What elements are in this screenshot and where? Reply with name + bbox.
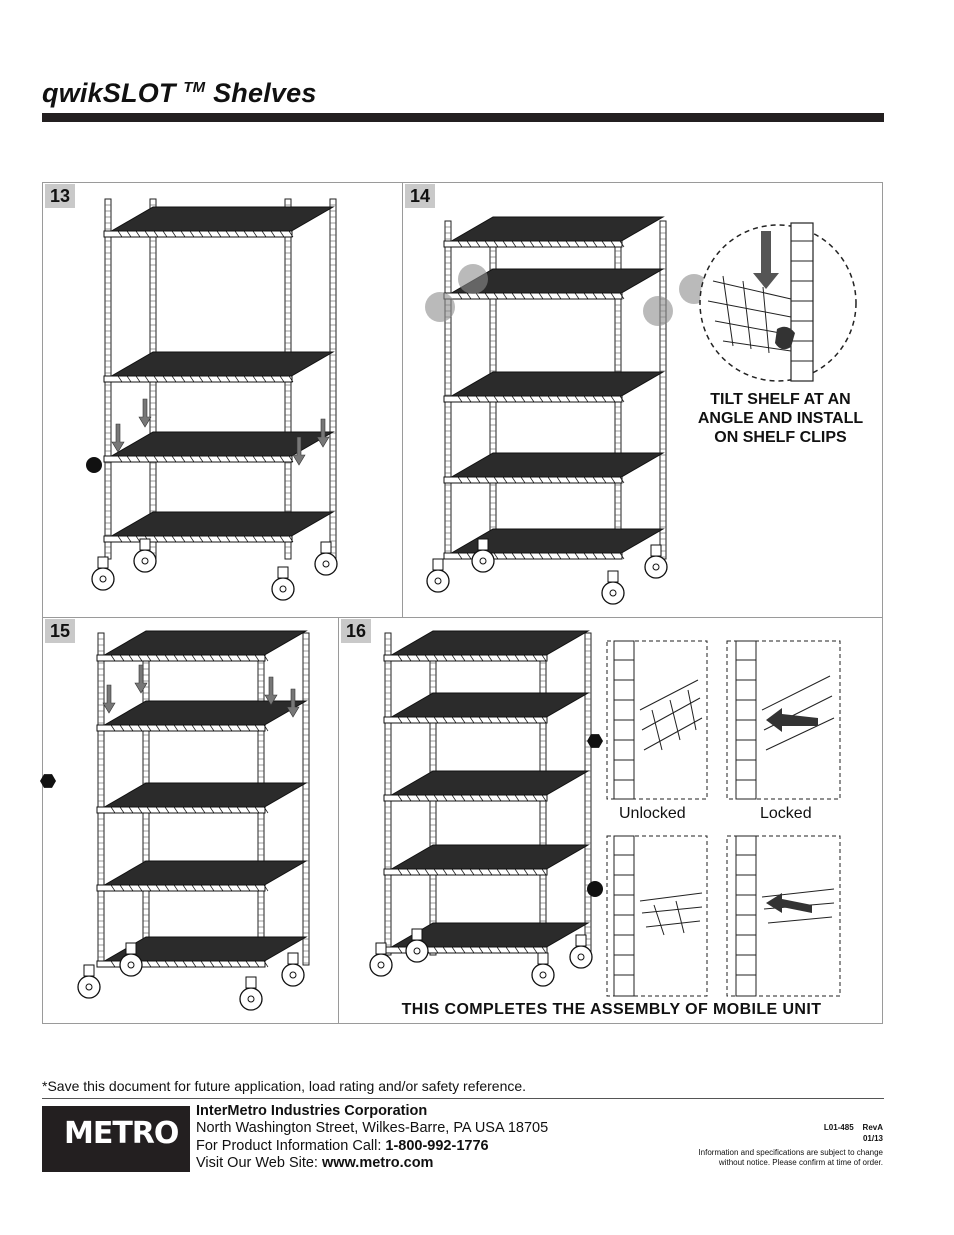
down-arrow-icon <box>264 676 278 706</box>
web-label: Visit Our Web Site: <box>196 1154 318 1171</box>
website-link[interactable]: www.metro.com <box>322 1154 434 1171</box>
wire-shelf <box>446 216 665 244</box>
disclaimer-line-2: without notice. Please confirm at time o… <box>718 1158 883 1167</box>
wire-shelf <box>386 770 590 798</box>
step-14-caption: TILT SHELF AT AN ANGLE AND INSTALL ON SH… <box>697 391 864 446</box>
shelf-unit-figure <box>86 198 338 601</box>
down-arrow-icon <box>286 688 300 718</box>
wire-shelf <box>99 700 308 728</box>
phone-label: For Product Information Call: <box>196 1137 382 1154</box>
down-arrow-icon <box>138 398 152 428</box>
wire-shelf <box>446 371 665 399</box>
detail-circle-shelf-clip <box>699 222 857 382</box>
wire-shelf <box>386 844 590 872</box>
page-title: qwikSLOT TM Shelves <box>42 78 317 109</box>
down-arrow-icon <box>316 418 330 448</box>
post <box>302 632 310 966</box>
locked-label: Locked <box>760 805 812 822</box>
instruction-grid: 13 14 TILT SHELF AT AN ANGLE AND INSTALL… <box>40 182 883 1024</box>
document-number-block: L01-485 RevA 01/13 <box>824 1122 883 1144</box>
save-document-note: *Save this document for future applicati… <box>42 1078 527 1094</box>
down-arrow-icon <box>292 436 306 466</box>
post <box>444 220 452 560</box>
shelf-unit-figure <box>40 630 310 1011</box>
down-arrow-icon <box>102 684 116 714</box>
wire-shelf <box>99 782 308 810</box>
step-13-badge: 13 <box>45 184 76 208</box>
shelf-unit-figure <box>369 630 603 987</box>
clip-highlight <box>643 296 673 326</box>
title-main: qwikSLOT <box>42 78 176 108</box>
logo-text: METRO <box>64 1116 179 1151</box>
disclaimer-line-1: Information and specifications are subje… <box>698 1148 883 1157</box>
title-rest: Shelves <box>213 78 317 108</box>
step-15-badge: 15 <box>45 619 76 643</box>
footer-rule <box>42 1098 884 1099</box>
down-arrow-icon <box>111 423 125 453</box>
wire-shelf <box>106 511 335 539</box>
metro-logo: METRO <box>42 1106 190 1172</box>
step-14-badge: 14 <box>405 184 436 208</box>
wire-shelf <box>106 206 335 234</box>
divider-bottom <box>338 617 339 1023</box>
divider-top <box>402 183 403 617</box>
circle-marker-icon <box>587 881 603 897</box>
wire-shelf <box>386 630 590 658</box>
down-arrow-icon <box>134 664 148 694</box>
detail-locked-top <box>726 640 841 800</box>
post <box>659 220 667 560</box>
trademark-mark: TM <box>183 79 206 96</box>
phone-number: 1-800-992-1776 <box>385 1137 489 1154</box>
detail-unlocked-bottom <box>606 835 708 997</box>
unlocked-label: Unlocked <box>619 805 686 822</box>
wire-shelf <box>99 630 308 658</box>
step-16-badge: 16 <box>341 619 372 643</box>
wire-shelf <box>386 692 590 720</box>
post <box>384 632 392 956</box>
completion-text: THIS COMPLETES THE ASSEMBLY OF MOBILE UN… <box>401 1001 822 1018</box>
panel-16-illustration <box>369 630 603 987</box>
panel-14-illustration <box>425 216 709 605</box>
wire-shelf <box>99 860 308 888</box>
doc-number: L01-485 <box>823 1123 854 1132</box>
panel-13-illustration <box>86 198 338 601</box>
shelf-unit-figure <box>425 216 709 605</box>
disclaimer: Information and specifications are subje… <box>698 1148 883 1168</box>
divider-middle <box>43 617 882 618</box>
company-contact: InterMetro Industries Corporation North … <box>196 1103 548 1172</box>
revision: RevA <box>862 1123 883 1132</box>
company-name: InterMetro Industries Corporation <box>196 1103 428 1119</box>
panel-15-illustration <box>40 630 310 1011</box>
clip-highlight <box>425 292 455 322</box>
detail-unlocked-top <box>606 640 708 800</box>
hexagon-marker-icon <box>40 774 56 788</box>
title-rule <box>42 113 884 122</box>
clip-highlight <box>458 264 488 294</box>
detail-locked-bottom <box>726 835 841 997</box>
doc-date: 01/13 <box>862 1134 883 1143</box>
circle-marker-icon <box>86 457 102 473</box>
company-address: North Washington Street, Wilkes-Barre, P… <box>196 1120 549 1137</box>
wire-shelf <box>446 452 665 480</box>
wire-shelf <box>106 351 335 379</box>
hexagon-marker-icon <box>587 734 603 748</box>
